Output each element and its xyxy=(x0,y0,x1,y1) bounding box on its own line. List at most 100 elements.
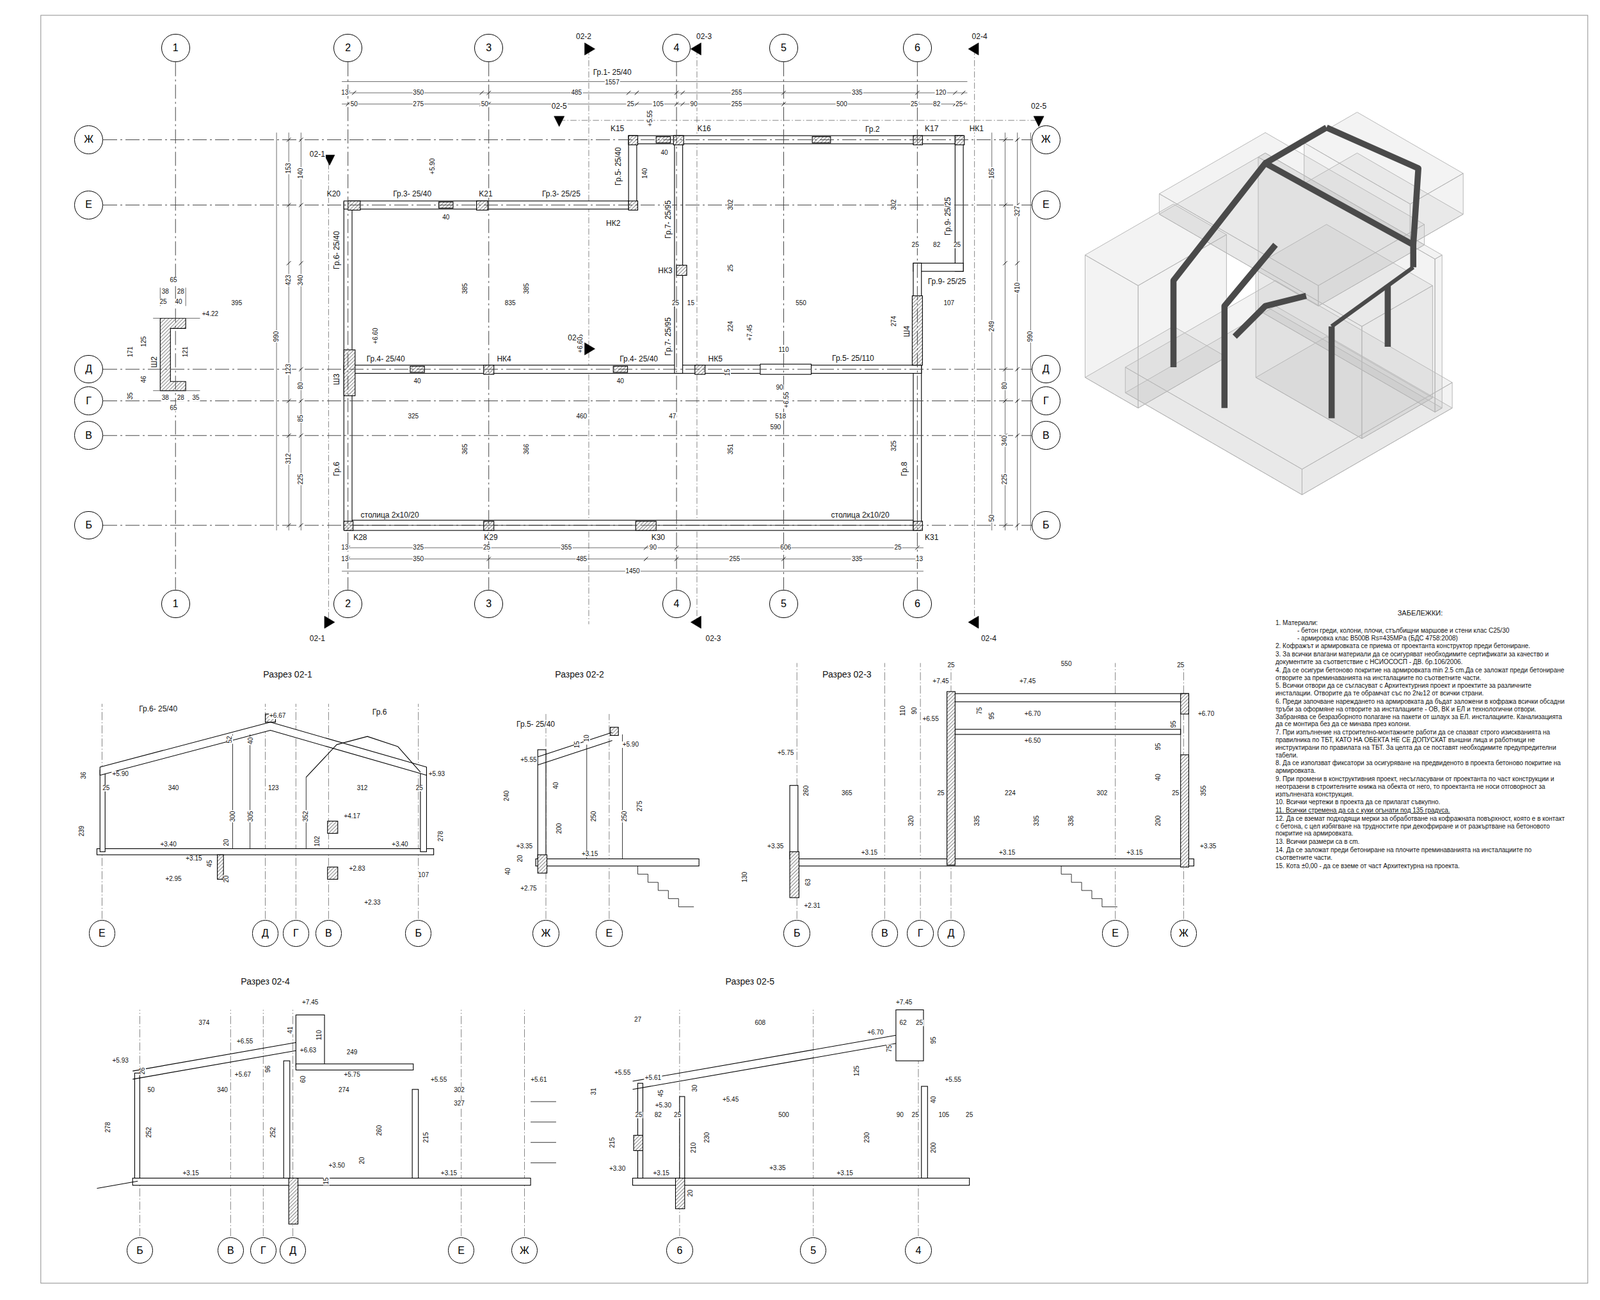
dimension-text: 123 xyxy=(267,785,280,792)
grid-axis-bubble: Г xyxy=(250,1237,277,1264)
axis-letter: Е xyxy=(85,199,93,210)
note-text: 7. При изпълнение на строително-монтажни… xyxy=(1275,728,1565,760)
dimension-text: 500 xyxy=(835,101,848,108)
grid-axis-bubble: Г xyxy=(1031,386,1061,416)
grid-axis-bubble: 2 xyxy=(333,590,363,619)
section-marker xyxy=(324,154,335,166)
dimension-text: +4.17 xyxy=(343,813,361,820)
axis-letter: Г xyxy=(1043,396,1049,407)
grid-axis-bubble: 1 xyxy=(161,590,191,619)
dimension-tick xyxy=(952,90,957,95)
grid-axis-bubble: 4 xyxy=(662,33,692,63)
section-member xyxy=(420,772,427,852)
dimension-text: 252 xyxy=(145,1126,153,1139)
dimension-text: 28 xyxy=(176,288,185,296)
dimension-text: +3.50 xyxy=(327,1162,345,1170)
section-axis xyxy=(417,704,419,920)
axis-letter: Ж xyxy=(541,928,552,939)
dimension-text: 45 xyxy=(206,860,214,869)
dimension-text: 27 xyxy=(633,1016,642,1024)
section-member xyxy=(412,1089,419,1179)
dimension-text: 90 xyxy=(689,101,699,108)
dimension-text: +5.93 xyxy=(428,771,446,778)
dimension-text: 50 xyxy=(146,1087,155,1094)
dimension-text: +3.15 xyxy=(440,1170,458,1177)
grid-axis-line xyxy=(103,525,1032,527)
dimension-text: +4.22 xyxy=(201,311,219,318)
grid-axis-bubble: Е xyxy=(448,1237,475,1264)
dimension-text: 63 xyxy=(805,878,812,888)
dimension-text: +5.61 xyxy=(644,1075,662,1082)
member-label: Гр.9- 25/25 xyxy=(927,277,968,286)
dimension-text: 327 xyxy=(453,1100,466,1108)
section-axis xyxy=(884,663,886,920)
dimension-text: +5.55 xyxy=(647,109,654,127)
section-hatch xyxy=(633,1136,685,1210)
grid-axis-bubble: 6 xyxy=(666,1237,693,1264)
dimension-text: 10 xyxy=(583,734,591,744)
dimension-text: +5.61 xyxy=(529,1077,548,1084)
member-label: 02-4 xyxy=(971,32,989,41)
dimension-text: +6.70 xyxy=(1024,711,1042,718)
dimension-text: 990 xyxy=(273,330,280,344)
dimension-text: 102 xyxy=(314,835,321,848)
dimension-text: +6.55 xyxy=(921,716,939,723)
iso-volume xyxy=(1258,157,1435,413)
dimension-text: +5.75 xyxy=(776,750,795,757)
section-axis xyxy=(920,663,921,920)
dimension-line xyxy=(341,558,924,560)
dimension-text: 15 xyxy=(574,740,581,749)
note-text: 1. Материали: xyxy=(1275,619,1565,628)
member-label: K17 xyxy=(924,124,939,133)
axis-letter: 3 xyxy=(485,599,492,610)
iso-volume xyxy=(1084,204,1227,409)
section-marker xyxy=(1033,116,1044,127)
dimension-text: 200 xyxy=(930,1141,937,1154)
dimension-text: 80 xyxy=(297,381,304,390)
dimension-text: 25 xyxy=(634,1112,644,1119)
beam-outline xyxy=(343,135,964,531)
dimension-text: +2.31 xyxy=(803,903,821,910)
dimension-text: 95 xyxy=(930,1036,937,1046)
member-label: K31 xyxy=(924,533,939,542)
dimension-text: +3.35 xyxy=(1199,843,1217,850)
dimension-text: 260 xyxy=(376,1124,383,1137)
dimension-tick xyxy=(634,101,639,106)
dimension-text: 20 xyxy=(223,838,230,847)
dimension-text: 249 xyxy=(988,320,996,333)
roof-beam xyxy=(132,1050,296,1080)
column-section xyxy=(348,200,361,210)
grid-axis-bubble: Д xyxy=(74,355,104,384)
section-axis xyxy=(263,1009,264,1237)
section-member xyxy=(954,729,1181,735)
grid-axis-bubble: Г xyxy=(906,920,934,947)
grid-axis-line xyxy=(783,62,784,590)
dimension-text: 45 xyxy=(657,1089,665,1099)
dimension-tick xyxy=(961,90,966,95)
grid-axis-bubble: 4 xyxy=(904,1237,932,1264)
dimension-text: 121 xyxy=(182,346,189,359)
dimension-text: 25 xyxy=(727,264,735,273)
dimension-text: 52 xyxy=(226,735,233,744)
column-section xyxy=(913,135,923,145)
axis-letter: 2 xyxy=(344,599,351,610)
section-cut-line xyxy=(588,49,589,625)
dimension-text: +6.50 xyxy=(1024,737,1042,745)
section-hatch xyxy=(789,691,1189,898)
member-label: K29 xyxy=(483,533,498,542)
dimension-text: 90 xyxy=(896,1112,905,1119)
column-section xyxy=(673,135,684,145)
frame-member xyxy=(1265,127,1327,164)
section-title: Разрез 02-5 xyxy=(725,977,776,987)
column-section xyxy=(343,350,356,397)
dimension-text: 15 xyxy=(686,300,696,307)
dimension-text: +3.35 xyxy=(766,843,784,850)
member-label: столица 2х10/20 xyxy=(830,511,891,520)
dimension-text: 25 xyxy=(954,101,964,108)
dimension-tick xyxy=(479,90,484,95)
dimension-text: 25 xyxy=(482,544,491,552)
axis-letter: Е xyxy=(1111,928,1119,939)
section-title: Разрез 02-4 xyxy=(240,977,291,987)
grid-axis-bubble: 2 xyxy=(333,33,363,63)
